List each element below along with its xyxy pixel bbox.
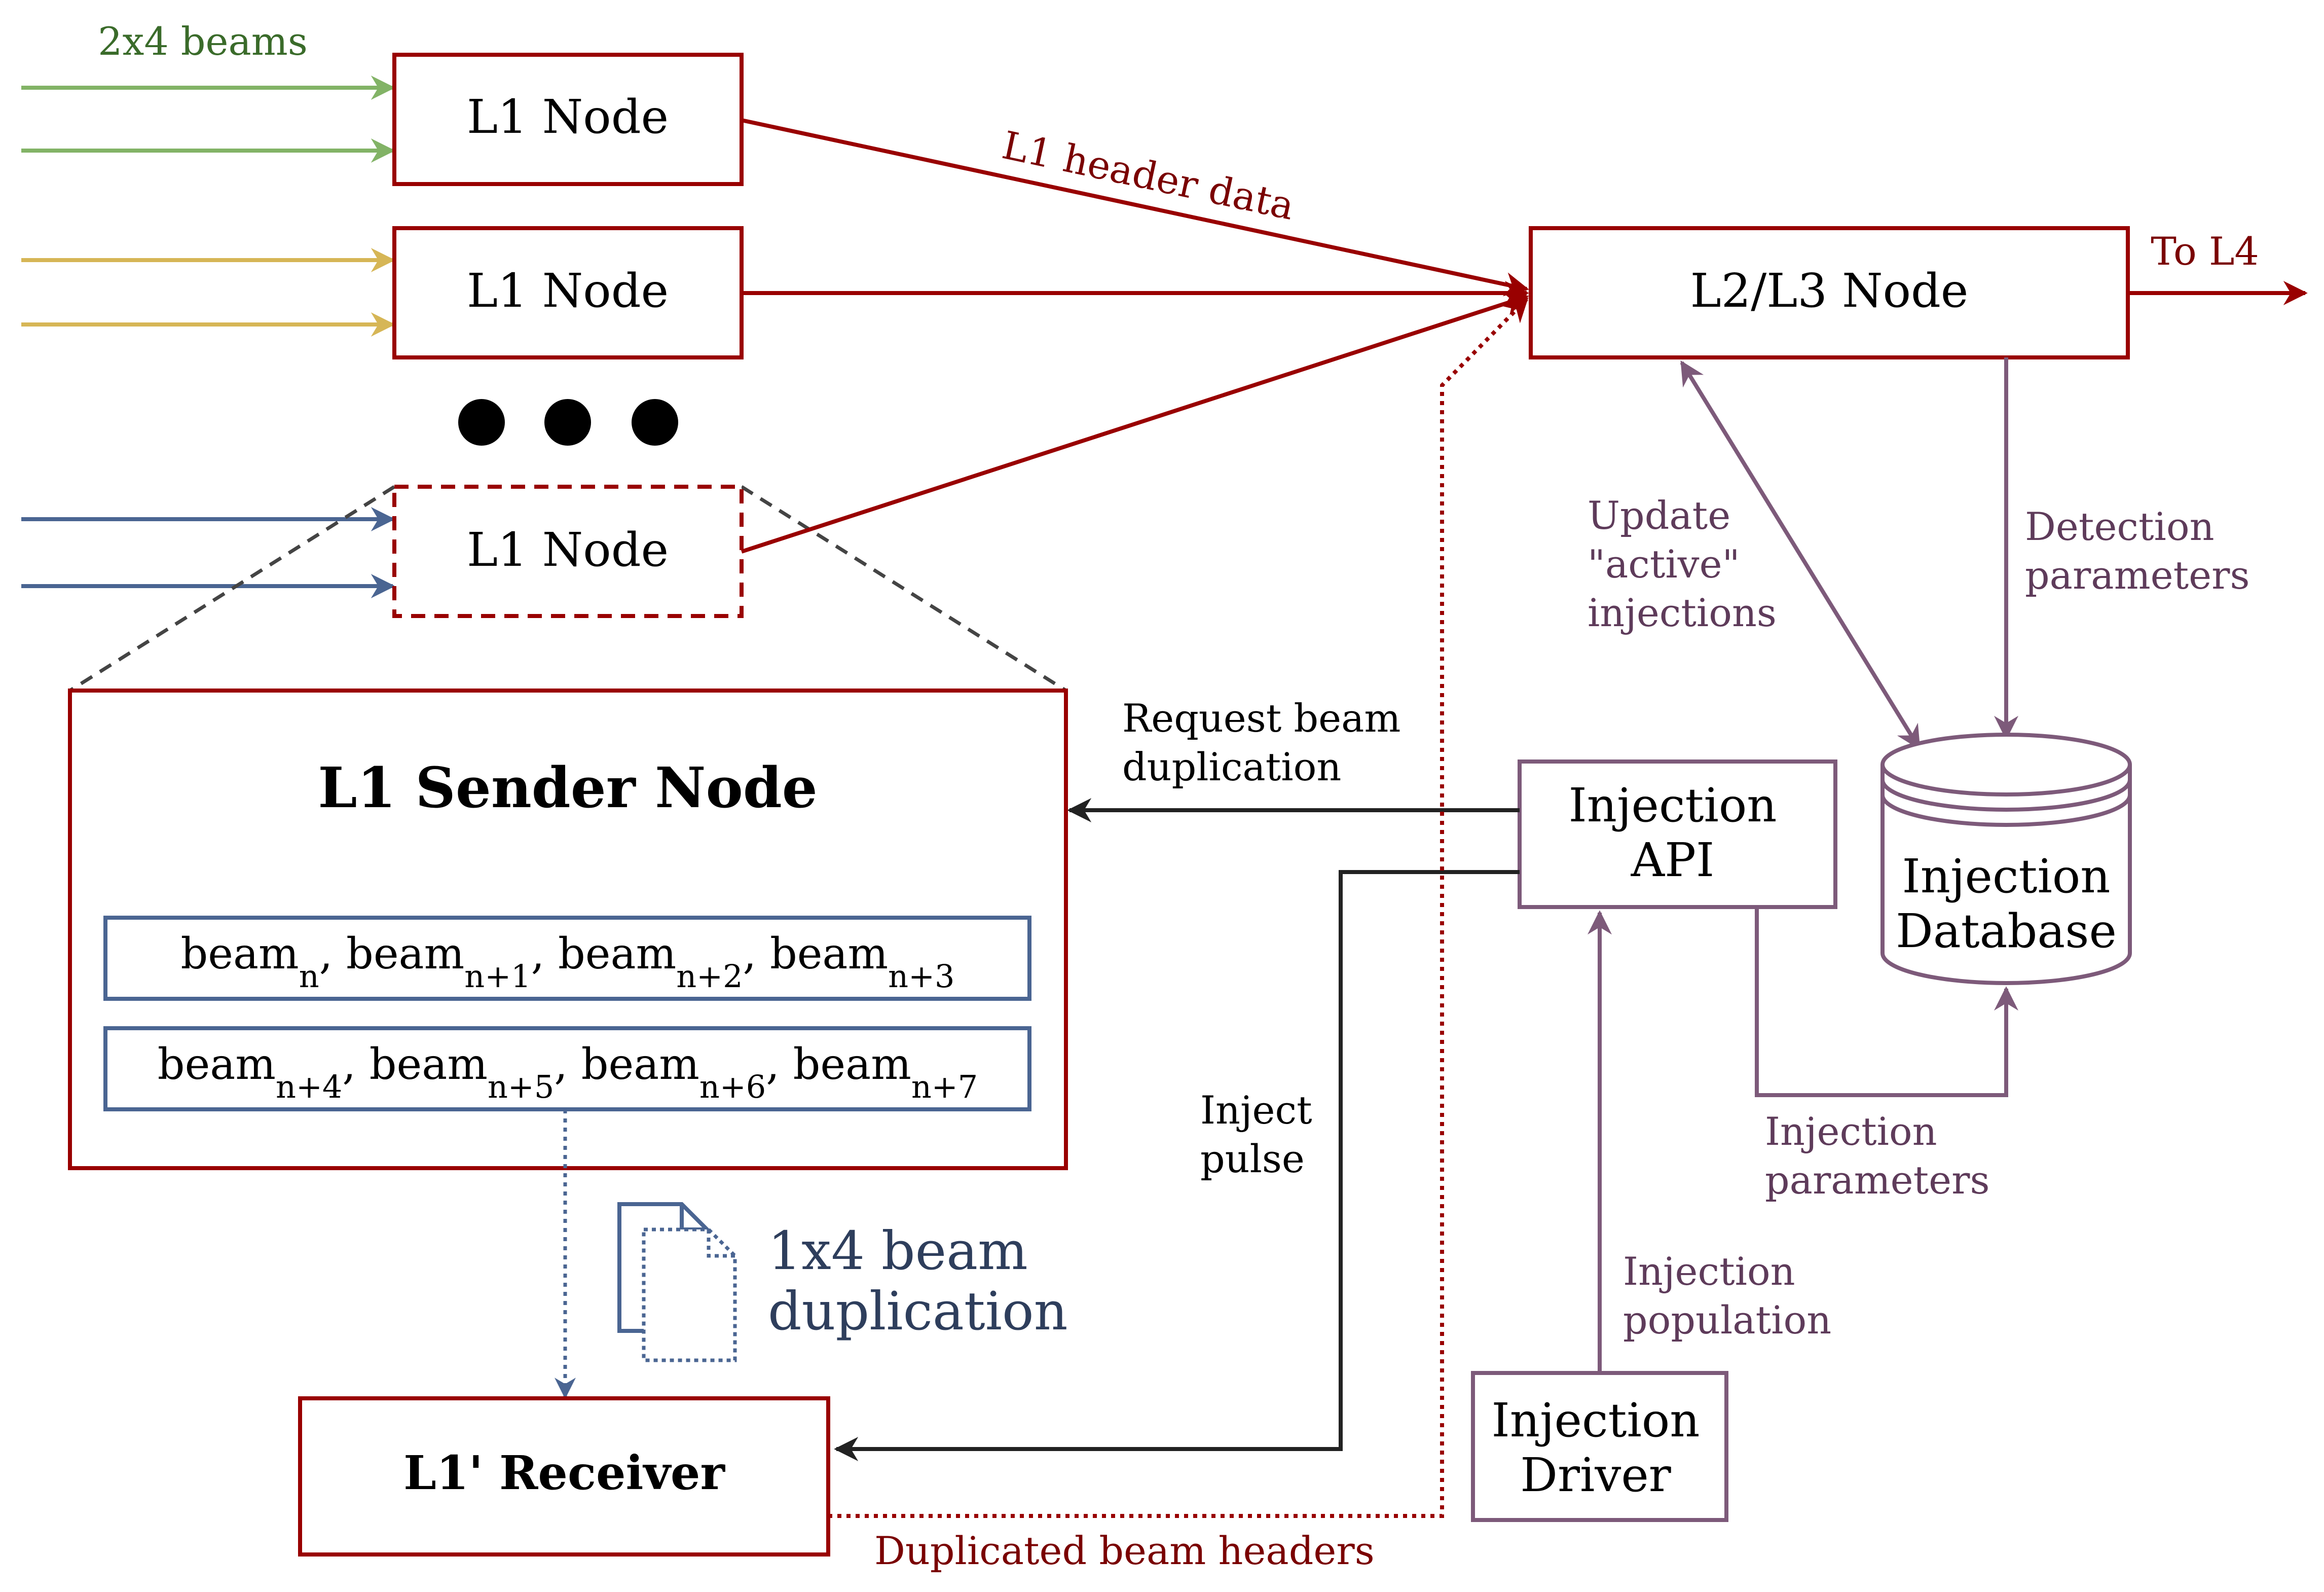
update-active-label: Update "active" injections — [1588, 493, 1777, 635]
svg-text:injections: injections — [1588, 590, 1777, 635]
l2l3-node[interactable]: L2/L3 Node — [1529, 226, 2130, 359]
svg-text:duplication: duplication — [1122, 744, 1341, 789]
svg-text:Request beam: Request beam — [1122, 696, 1400, 741]
l1-receiver[interactable]: L1' Receiver — [298, 1396, 830, 1557]
svg-text:Injection: Injection — [1623, 1249, 1795, 1294]
svg-text:parameters: parameters — [1765, 1157, 1990, 1203]
svg-text:"active": "active" — [1588, 541, 1740, 587]
duplicated-headers-arrow — [828, 297, 1529, 1518]
injection-params-arrow — [1755, 907, 2018, 1097]
input-arrows-yellow — [21, 248, 395, 337]
ellipsis-dots — [458, 399, 678, 446]
l1-node-3[interactable]: L1 Node — [392, 485, 744, 618]
svg-text:Update: Update — [1588, 493, 1730, 538]
beam-group-1: beamn, beamn+1, beamn+2, beamn+3 — [103, 916, 1031, 1001]
l1-node-1-label: L1 Node — [467, 90, 669, 144]
svg-text:Injection: Injection — [1765, 1109, 1937, 1154]
document-copy-icon — [617, 1202, 737, 1362]
to-l4-label: To L4 — [2151, 229, 2259, 274]
injection-driver[interactable]: Injection Driver — [1471, 1371, 1728, 1522]
input-arrows-green — [21, 76, 395, 163]
l1-receiver-label: L1' Receiver — [403, 1445, 725, 1500]
injection-driver-label-2: Driver — [1520, 1448, 1671, 1502]
l1-header-data-label: L1 header data — [999, 122, 1299, 229]
svg-text:Inject: Inject — [1200, 1088, 1312, 1133]
duplicated-headers-label: Duplicated beam headers — [874, 1528, 1375, 1573]
l1-sender-node-title: L1 Sender Node — [318, 755, 818, 820]
l1-node-2[interactable]: L1 Node — [392, 226, 744, 359]
svg-text:1x4 beam: 1x4 beam — [768, 1220, 1028, 1282]
update-active-arrow — [1680, 360, 1921, 750]
input-beams-label: 2x4 beams — [98, 19, 308, 64]
svg-text:pulse: pulse — [1200, 1136, 1305, 1181]
injection-population-label: Injection population — [1623, 1249, 1831, 1343]
injection-params-label: Injection parameters — [1765, 1109, 1990, 1203]
request-duplication-label: Request beam duplication — [1122, 696, 1400, 789]
l1-node-1[interactable]: L1 Node — [392, 53, 744, 186]
l1-node-2-label: L1 Node — [467, 264, 669, 318]
svg-text:population: population — [1623, 1297, 1831, 1343]
beam-group-2: beamn+4, beamn+5, beamn+6, beamn+7 — [103, 1026, 1031, 1111]
l1-to-l2-arrows — [741, 118, 1529, 554]
injection-api-label-2: API — [1631, 833, 1715, 887]
beam-group-1-text: beamn, beamn+1, beamn+2, beamn+3 — [180, 929, 954, 995]
beam-group-2-text: beamn+4, beamn+5, beamn+6, beamn+7 — [158, 1039, 978, 1105]
l1-node-3-label: L1 Node — [467, 523, 669, 577]
inject-pulse-label: Inject pulse — [1200, 1088, 1312, 1181]
svg-text:parameters: parameters — [2025, 553, 2250, 598]
l1-sender-node[interactable]: L1 Sender Node beamn, beamn+1, beamn+2, … — [68, 689, 1068, 1170]
inject-pulse-arrow — [834, 870, 1520, 1461]
l2l3-node-label: L2/L3 Node — [1690, 264, 1969, 318]
injection-driver-label-1: Injection — [1491, 1393, 1700, 1448]
input-arrows-blue — [21, 507, 395, 598]
injection-api[interactable]: Injection API — [1518, 759, 1837, 909]
zoom-lines — [69, 485, 1067, 692]
svg-text:duplication: duplication — [768, 1280, 1068, 1342]
svg-text:Detection: Detection — [2025, 504, 2215, 549]
injection-api-label-1: Injection — [1568, 778, 1777, 833]
beam-duplication-label: 1x4 beam duplication — [768, 1220, 1068, 1342]
injection-database-label-2: Database — [1896, 904, 2117, 958]
injection-database[interactable]: Injection Database — [1880, 733, 2132, 985]
injection-database-label-1: Injection — [1902, 849, 2110, 903]
detection-params-label: Detection parameters — [2025, 504, 2250, 598]
